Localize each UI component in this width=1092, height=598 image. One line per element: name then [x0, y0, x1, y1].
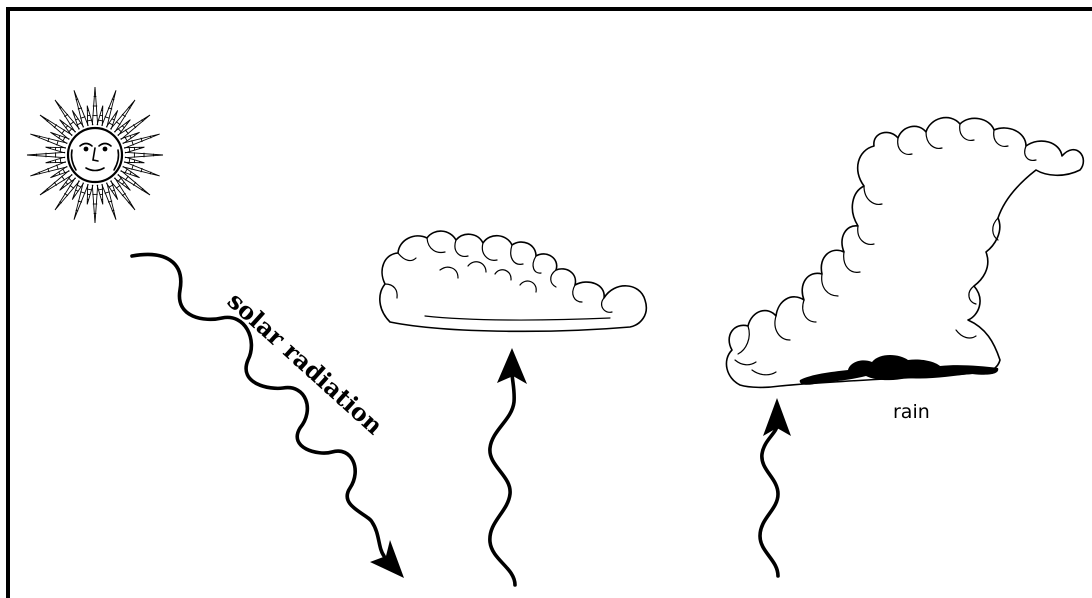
- sun-ray-hatch: [134, 147, 135, 151]
- sun-ray-hatch: [100, 115, 104, 116]
- sun-ray-hatch: [87, 194, 91, 195]
- sun-left-pupil: [84, 147, 89, 152]
- sun-ray-hatch: [134, 160, 135, 164]
- rain-label: rain: [893, 401, 930, 423]
- sun-ray-hatch: [55, 160, 56, 164]
- sun-ray-hatch: [87, 115, 91, 116]
- sun-ray-hatch: [100, 194, 104, 195]
- sun-right-pupil: [103, 147, 108, 152]
- sun-ray-hatch: [55, 147, 56, 151]
- sun-face: [68, 128, 122, 182]
